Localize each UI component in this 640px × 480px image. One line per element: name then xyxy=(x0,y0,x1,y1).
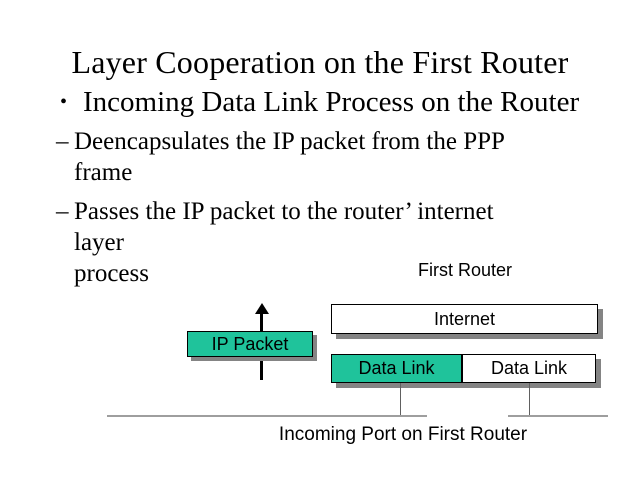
incoming-port-label: Incoming Port on First Router xyxy=(278,424,528,445)
internet-box-label: Internet xyxy=(433,308,496,329)
data-link-outgoing-box: Data Link xyxy=(462,354,596,383)
up-arrow-shaft xyxy=(260,313,263,332)
sub-bullet-1: – Deencapsulates the IP packet from the … xyxy=(56,126,546,188)
sub-bullet-2-text: Passes the IP packet to the router’ inte… xyxy=(74,198,494,287)
bullet-marker: • xyxy=(60,91,68,113)
bullet-text: Incoming Data Link Process on the Router xyxy=(83,86,580,118)
internet-box: Internet xyxy=(331,304,598,334)
ip-packet-box-label: IP Packet xyxy=(211,333,289,354)
slide-title: Layer Cooperation on the First Router xyxy=(71,44,569,80)
first-router-label: First Router xyxy=(417,260,513,280)
data-link-incoming-label: Data Link xyxy=(358,358,435,378)
bullet-item: • Incoming Data Link Process on the Rout… xyxy=(60,84,626,120)
dash-marker: – xyxy=(56,128,69,155)
wire-line-left xyxy=(107,415,427,417)
wire-line-right xyxy=(508,415,608,417)
sub-bullet-2: – Passes the IP packet to the router’ in… xyxy=(56,196,546,289)
connector-line-left xyxy=(400,383,401,416)
up-arrow-tail xyxy=(260,361,263,380)
ip-packet-box: IP Packet xyxy=(187,331,313,357)
dash-marker: – xyxy=(56,198,69,225)
connector-line-right xyxy=(529,383,530,416)
data-link-outgoing-label: Data Link xyxy=(490,358,568,378)
sub-bullet-1-text: Deencapsulates the IP packet from the PP… xyxy=(74,128,505,186)
up-arrow-icon xyxy=(255,303,269,314)
data-link-incoming-box: Data Link xyxy=(331,354,462,383)
